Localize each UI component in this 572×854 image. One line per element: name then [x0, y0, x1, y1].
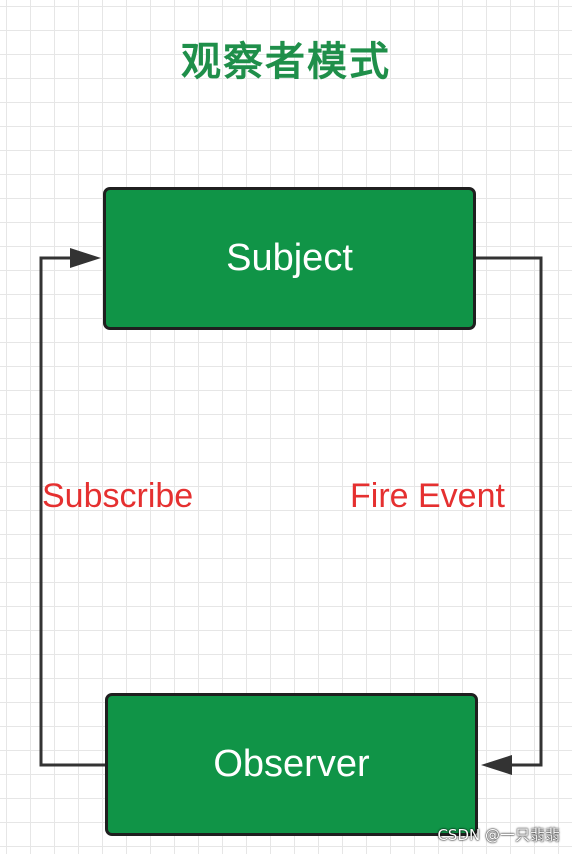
subscribe-arrow — [39, 256, 105, 767]
fire-event-label: Fire Event — [350, 477, 505, 515]
observer-label: Observer — [213, 743, 370, 785]
fire-event-arrow — [476, 256, 543, 767]
subscribe-label: Subscribe — [42, 477, 194, 515]
subject-node: Subject — [103, 187, 476, 330]
watermark: CSDN @一只翡翡 — [437, 826, 560, 844]
subject-label: Subject — [226, 237, 353, 279]
subscribe-arrowhead — [70, 248, 101, 268]
observer-node: Observer — [105, 693, 478, 836]
fire-event-arrowhead — [481, 755, 512, 775]
diagram-title: 观察者模式 — [181, 39, 391, 85]
